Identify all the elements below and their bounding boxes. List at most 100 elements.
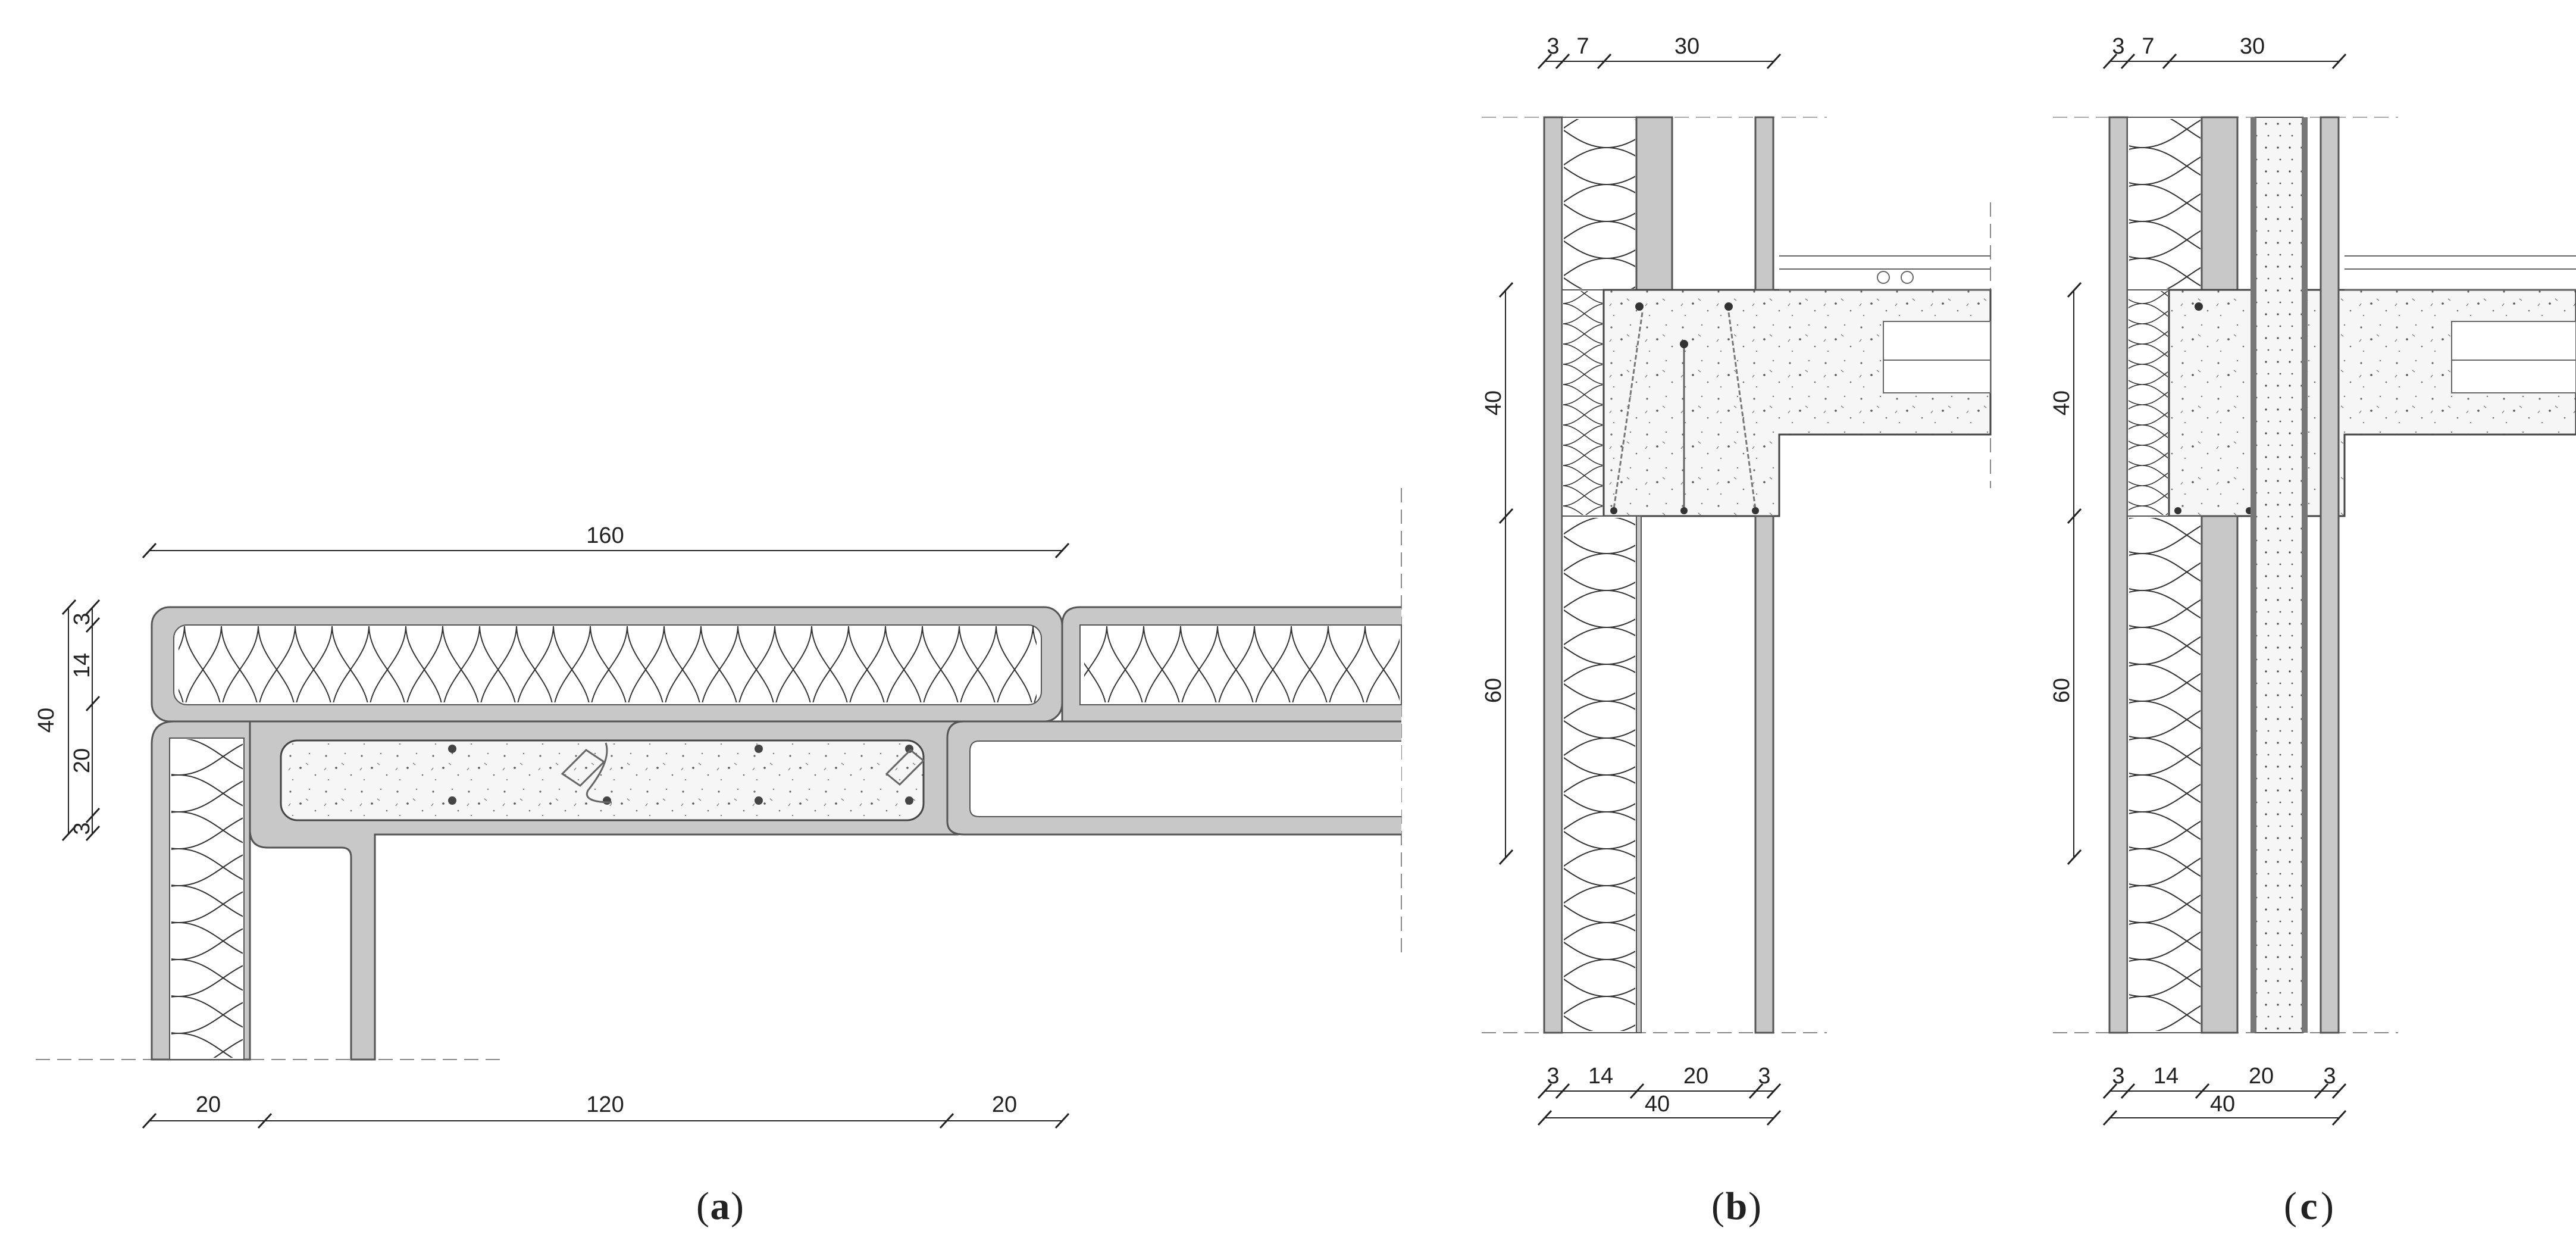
rebar-dot <box>448 796 456 805</box>
rebar-dot <box>603 796 611 805</box>
dim-label-top-3: 3 <box>2112 34 2124 59</box>
slab-void <box>2451 321 2576 361</box>
dim-label-bottom-20: 20 <box>2249 1064 2274 1089</box>
column-edge-left <box>2251 117 2256 1033</box>
caption-b-open: ( <box>1711 1185 1724 1228</box>
caption-c-letter: c <box>2300 1185 2317 1228</box>
lower-wall-insulation-wave <box>2129 518 2201 1031</box>
dim-label-bottom-20-left: 20 <box>196 1092 221 1117</box>
upper-wall-panel <box>1635 116 1673 291</box>
slab-top-layers <box>2345 255 2576 290</box>
rebar-dot <box>2195 302 2203 311</box>
dimension-top: 3 7 30 <box>2102 34 2347 70</box>
caption-b-close: ) <box>1748 1185 1761 1228</box>
tension-strut <box>1727 312 1757 510</box>
slab-void-2 <box>1883 360 1991 393</box>
tension-strut <box>1613 312 1644 510</box>
stirrup <box>586 742 612 804</box>
dim-label-40: 40 <box>1481 390 1506 415</box>
dim-label-40: 40 <box>34 708 59 733</box>
cladding-strip <box>2108 116 2129 1034</box>
rebar-dot <box>1752 507 1759 514</box>
dim-label-bottom-14: 14 <box>2154 1064 2179 1089</box>
dim-label-60: 60 <box>1481 678 1506 703</box>
rebar-dot <box>448 745 456 753</box>
dim-label-bottom-3b: 3 <box>1758 1064 1770 1089</box>
upper-wall-insulation-wave <box>1564 119 1635 289</box>
rebar-dot <box>1680 340 1688 348</box>
dim-label-120: 120 <box>586 1092 624 1117</box>
dim-label-top-7: 7 <box>2142 34 2154 59</box>
dimension-top: 3 7 30 <box>1537 34 1782 70</box>
inner-lining <box>2320 116 2340 1034</box>
roof-insulation-next-wave <box>1084 626 1400 702</box>
dim-label-20: 20 <box>70 748 95 773</box>
dim-label-bottom-40: 40 <box>1645 1092 1670 1117</box>
slab-void <box>1883 321 1991 361</box>
rebar-dot <box>1680 507 1688 514</box>
conduit-circle <box>1901 271 1914 284</box>
cladding-strip <box>1543 116 1563 1034</box>
slab-zone-insulation-wave <box>2129 291 2168 515</box>
dimension-left: 40 60 <box>1481 282 1514 865</box>
dim-label-bottom-3a: 3 <box>2112 1064 2124 1089</box>
dim-label-top-30: 30 <box>1674 34 1699 59</box>
hollow-panel-right-void <box>969 740 1401 817</box>
dim-label-3-bottom: 3 <box>70 822 95 835</box>
dim-label-bottom-14: 14 <box>1588 1064 1613 1089</box>
caption-a-close: ) <box>731 1185 744 1228</box>
dimension-bottom: 3 14 20 3 40 <box>2102 1064 2347 1126</box>
rebar-dot <box>1610 507 1617 514</box>
rebar-dot <box>2174 507 2181 514</box>
rebar-dot <box>1724 302 1733 311</box>
dimension-bottom: 3 14 20 3 40 <box>1537 1064 1782 1126</box>
lower-wall-insulation-wave <box>1564 518 1635 1031</box>
dim-label-top-30: 30 <box>2240 34 2265 59</box>
dimension-bottom: 20 120 20 <box>142 1092 1070 1129</box>
lower-wall-panel <box>1636 515 1642 1033</box>
slab-zone-insulation-wave <box>1563 291 1602 515</box>
dim-label-bottom-3b: 3 <box>2323 1064 2336 1089</box>
rebar-dot <box>1635 302 1644 311</box>
dim-label-40: 40 <box>2049 390 2074 415</box>
dim-label-bottom-3a: 3 <box>1547 1064 1559 1089</box>
panel-b: 3 7 30 40 60 3 14 20 3 40 <box>1481 34 1992 1228</box>
dimension-left: 40 60 <box>2049 282 2082 865</box>
wall-insulation-left-wave <box>171 739 243 1058</box>
inner-lining-upper <box>1754 116 1774 291</box>
dim-label-bottom-40: 40 <box>2210 1092 2235 1117</box>
dimension-top-160: 160 <box>142 523 1070 559</box>
concrete-beam <box>280 739 925 821</box>
dim-label-bottom-20: 20 <box>1683 1064 1708 1089</box>
conduit-circle <box>1877 271 1890 284</box>
dimension-left-stack: 3 14 40 20 3 <box>34 599 101 842</box>
slab-top-layers <box>1779 255 1990 290</box>
caption-a-letter: a <box>710 1185 730 1228</box>
caption-c-close: ) <box>2321 1185 2334 1228</box>
inner-lining-lower <box>1754 515 1774 1034</box>
dim-label-3-top: 3 <box>70 612 95 625</box>
column-edge-right <box>2302 117 2308 1033</box>
upper-wall-insulation-wave <box>2129 119 2201 289</box>
panel-c: 3 7 30 40 60 3 14 20 3 40 <box>2049 34 2576 1228</box>
dim-label-60: 60 <box>2049 678 2074 703</box>
dim-label-160: 160 <box>586 523 624 548</box>
lower-wall-panel <box>2201 515 2239 1034</box>
roof-insulation-main-wave <box>179 626 1037 702</box>
concrete-column <box>2255 117 2303 1033</box>
caption-c-open: ( <box>2284 1185 2297 1228</box>
upper-wall-panel <box>2201 116 2239 291</box>
dim-label-14: 14 <box>70 653 95 678</box>
dim-label-bottom-20-right: 20 <box>992 1092 1017 1117</box>
stirrup <box>885 748 925 786</box>
rebar-dot <box>755 745 763 753</box>
caption-b-letter: b <box>1726 1185 1748 1228</box>
panel-a: 160 3 14 40 20 3 20 120 <box>34 488 1402 1228</box>
dim-label-top-7: 7 <box>1576 34 1589 59</box>
rebar-dot <box>755 796 763 805</box>
dim-label-top-3: 3 <box>1547 34 1559 59</box>
caption-a-open: ( <box>696 1185 709 1228</box>
rebar-dot <box>905 796 913 805</box>
slab-void-2 <box>2451 360 2576 393</box>
